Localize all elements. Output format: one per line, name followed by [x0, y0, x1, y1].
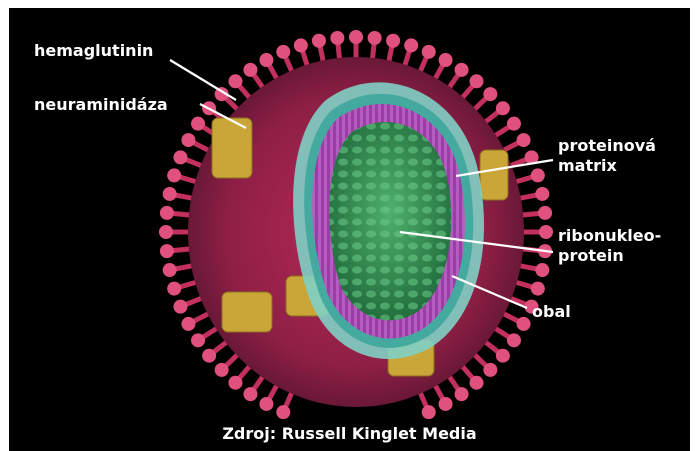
spike-tip — [259, 397, 273, 411]
spike-tip — [531, 168, 545, 182]
spike-tip — [404, 38, 418, 52]
spike-tip — [349, 30, 363, 44]
spike-tip — [386, 34, 400, 48]
spike-tip — [496, 349, 510, 363]
spike-tip — [330, 31, 344, 45]
frame-edge-left — [0, 0, 9, 451]
spike-tip — [312, 34, 326, 48]
spike-tip — [215, 363, 229, 377]
spike-tip — [259, 53, 273, 67]
spike-tip — [483, 363, 497, 377]
spike-tip — [470, 376, 484, 390]
label-ribonukleo: ribonukleo- — [558, 226, 661, 245]
spike-tip — [535, 263, 549, 277]
spike-tip — [160, 206, 174, 220]
spike-tip — [243, 387, 257, 401]
spike-tip — [228, 74, 242, 88]
spike-tip — [163, 187, 177, 201]
spike-tip — [173, 300, 187, 314]
leader-hemaglutinin — [170, 60, 236, 100]
spike-tip — [181, 317, 195, 331]
spike-tip — [163, 263, 177, 277]
spike-tip — [276, 45, 290, 59]
spike-tip — [439, 397, 453, 411]
source-caption: Zdroj: Russell Kinglet Media — [0, 424, 699, 443]
label-hemaglutinin: hemaglutinin — [34, 41, 153, 60]
spike-tip — [276, 405, 290, 419]
spike-tip — [455, 63, 469, 77]
spike-tip — [159, 225, 173, 239]
spike-tip — [507, 117, 521, 131]
label-matrix: matrix — [558, 156, 617, 175]
spike-tip — [539, 225, 553, 239]
spike-tip — [368, 31, 382, 45]
label-neuraminidaza: neuraminidáza — [34, 95, 168, 114]
spike-tip — [191, 117, 205, 131]
spike-tip — [517, 133, 531, 147]
spike-tip — [517, 317, 531, 331]
label-proteinova: proteinová — [558, 136, 656, 155]
spike-tip — [538, 206, 552, 220]
ribonucleoprotein-texture — [329, 122, 451, 320]
spike-tip — [535, 187, 549, 201]
spike-tip — [181, 133, 195, 147]
spike-tip — [531, 282, 545, 296]
spike-tip — [483, 87, 497, 101]
spike-tip — [167, 168, 181, 182]
spike-tip — [160, 244, 174, 258]
spike-tip — [496, 101, 510, 115]
spike-tip — [470, 74, 484, 88]
spike-tip — [191, 333, 205, 347]
label-protein: protein — [558, 246, 624, 265]
frame-edge-top — [0, 0, 699, 8]
label-obal: obal — [532, 302, 571, 321]
spike-tip — [167, 282, 181, 296]
spike-tip — [228, 376, 242, 390]
spike-tip — [243, 63, 257, 77]
spike-tip — [173, 150, 187, 164]
spike-tip — [294, 38, 308, 52]
spike-tip — [455, 387, 469, 401]
spike-tip — [202, 349, 216, 363]
spike-tip — [422, 45, 436, 59]
spike-tip — [439, 53, 453, 67]
spike-tip — [422, 405, 436, 419]
frame-edge-right — [690, 0, 699, 451]
spike-tip — [507, 333, 521, 347]
